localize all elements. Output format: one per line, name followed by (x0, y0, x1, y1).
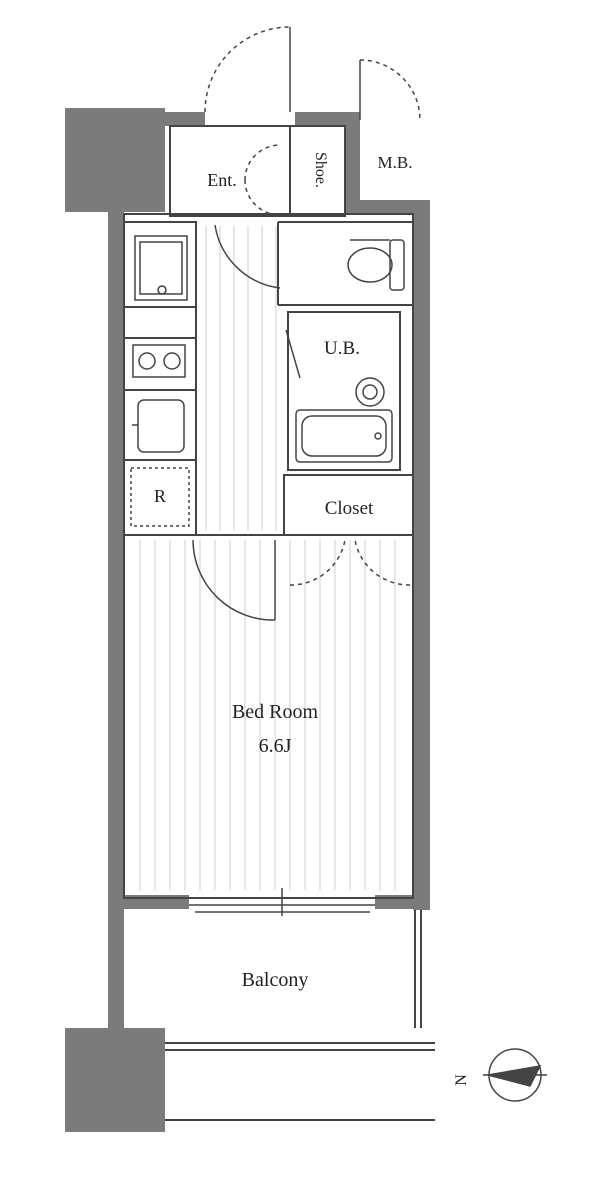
stove-icon (132, 344, 186, 378)
bathtub-icon (295, 409, 393, 463)
label-bedroom-size: 6.6J (259, 735, 292, 757)
door-swings (204, 26, 421, 586)
toilet-icon (347, 239, 405, 291)
sink-icon (355, 377, 385, 407)
bedroom-floor (139, 540, 396, 890)
label-meter-box: M.B. (378, 153, 413, 172)
label-unit-bath: U.B. (324, 338, 360, 359)
label-entrance: Ent. (207, 170, 237, 190)
label-balcony: Balcony (242, 969, 309, 991)
washing-machine-icon (134, 235, 188, 301)
label-shoe: Shoe. (312, 152, 329, 188)
label-refrigerator: R (154, 486, 166, 506)
kitchen-sink-icon (132, 399, 185, 453)
bedroom-window (189, 888, 375, 916)
door-leaves (192, 27, 361, 621)
label-north: N (453, 1074, 470, 1086)
refrigerator-box (130, 467, 190, 527)
compass-icon (483, 1048, 547, 1102)
label-bedroom: Bed Room (232, 701, 319, 723)
label-closet: Closet (325, 498, 374, 519)
balcony-railing (165, 910, 435, 1121)
